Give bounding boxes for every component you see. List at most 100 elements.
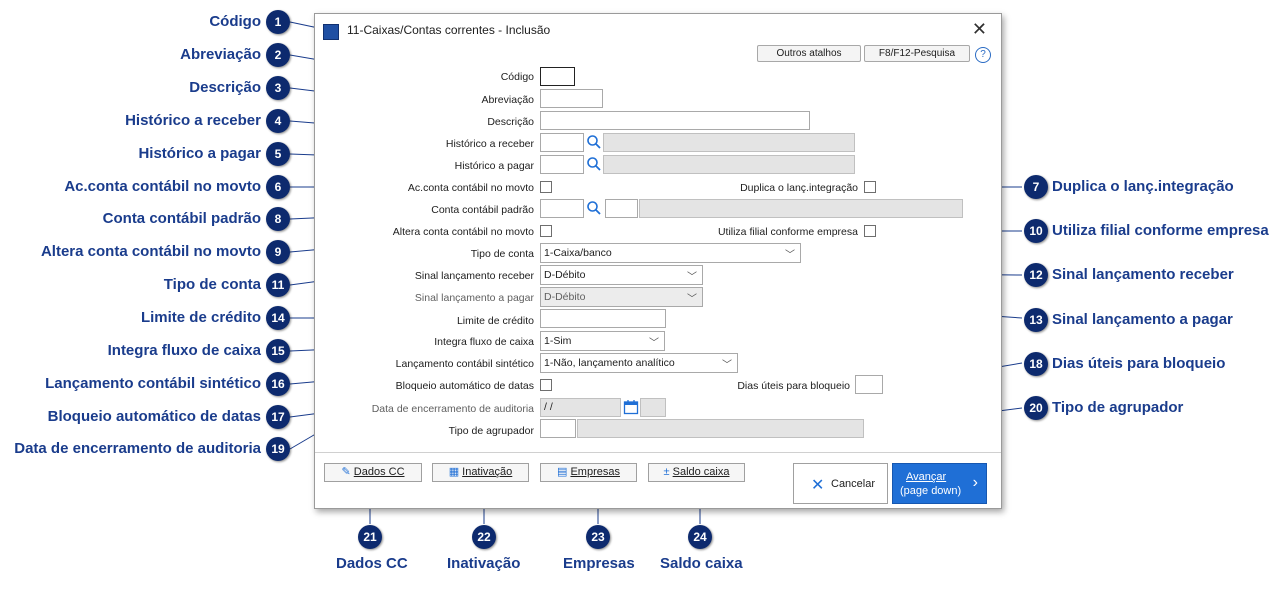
lanc-sintetico-value: 1-Não, lançamento analítico [544,357,675,369]
tipo-agrupador-input[interactable] [540,419,576,438]
sinal-receber-label: Sinal lançamento receber [414,270,534,282]
chevron-down-icon: ﹀ [722,360,732,371]
callout-label-22: Inativação [447,555,521,572]
callout-label-9: Altera conta contábil no movto [40,243,261,260]
bloqueio-checkbox[interactable] [540,379,552,391]
callout-label-14: Limite de crédito [140,309,261,326]
callout-label-16: Lançamento contábil sintético [45,375,261,392]
limite-input[interactable] [540,309,666,328]
callout-label-12: Sinal lançamento receber [1052,266,1234,283]
callout-badge-12: 12 [1024,263,1048,287]
callout-badge-11: 11 [266,273,290,297]
search-icon[interactable] [586,200,602,216]
callout-badge-7: 7 [1024,175,1048,199]
ac-conta-checkbox[interactable] [540,181,552,193]
abreviacao-input[interactable] [540,89,603,108]
lanc-sintetico-select[interactable]: 1-Não, lançamento analítico ﹀ [540,353,738,373]
integra-select[interactable]: 1-Sim ﹀ [540,331,665,351]
conta-padrao-desc [639,199,963,218]
callout-label-1: Código [209,13,261,30]
duplica-checkbox[interactable] [864,181,876,193]
edit-icon: ✎ [341,466,354,478]
tipo-conta-value: 1-Caixa/banco [544,247,612,259]
callout-badge-21: 21 [358,525,382,549]
callout-badge-14: 14 [266,306,290,330]
dialog-window: 11-Caixas/Contas correntes - Inclusão ✕ … [314,13,1002,509]
hist-receber-label: Histórico a receber [445,138,534,150]
codigo-label: Código [500,71,534,83]
sinal-receber-select[interactable]: D-Débito ﹀ [540,265,703,285]
title-bar: 11-Caixas/Contas correntes - Inclusão ✕ [315,14,1001,46]
inativacao-button[interactable]: ▦ Inativação [432,463,529,482]
callout-badge-8: 8 [266,207,290,231]
codigo-input[interactable] [540,67,575,86]
callout-badge-10: 10 [1024,219,1048,243]
conta-padrao-code[interactable] [605,199,638,218]
search-icon[interactable] [586,156,602,172]
callout-label-19: Data de encerramento de auditoria [14,440,261,457]
callout-label-15: Integra fluxo de caixa [107,342,261,359]
cancel-button[interactable]: ✕ Cancelar [793,463,888,504]
callout-label-17: Bloqueio automático de datas [47,408,261,425]
search-label: F8/F12-Pesquisa [878,48,956,59]
footer-divider [315,452,1001,453]
callout-label-23: Empresas [563,555,635,572]
dias-uteis-label: Dias úteis para bloqueio [737,380,850,392]
callout-label-11: Tipo de conta [163,276,261,293]
sinal-pagar-select: D-Débito ﹀ [540,287,703,307]
callout-label-7: Duplica o lanç.integração [1052,178,1234,195]
callout-badge-16: 16 [266,372,290,396]
limite-label: Limite de crédito [456,315,534,327]
data-encerramento-input: / / [540,398,621,417]
empresas-button[interactable]: ▤ Empresas [540,463,637,482]
shortcuts-button[interactable]: Outros atalhos [757,45,861,62]
search-icon[interactable] [586,134,602,150]
callout-badge-9: 9 [266,240,290,264]
callout-badge-19: 19 [266,437,290,461]
dias-uteis-input[interactable] [855,375,883,394]
help-icon[interactable]: ? [975,47,991,63]
callout-badge-15: 15 [266,339,290,363]
sinal-pagar-value: D-Débito [544,291,586,303]
cancel-label: Cancelar [831,478,876,490]
callout-label-8: Conta contábil padrão [102,210,261,227]
hist-pagar-label: Histórico a pagar [454,160,534,172]
callout-badge-23: 23 [586,525,610,549]
tipo-agrupador-label: Tipo de agrupador [448,425,534,437]
descricao-input[interactable] [540,111,810,130]
callout-label-20: Tipo de agrupador [1052,399,1184,416]
integra-label: Integra fluxo de caixa [434,336,534,348]
utiliza-filial-checkbox[interactable] [864,225,876,237]
callout-label-24: Saldo caixa [660,555,743,572]
dados-cc-button[interactable]: ✎ Dados CC [324,463,422,482]
callout-label-18: Dias úteis para bloqueio [1052,355,1226,372]
chevron-down-icon: ﹀ [785,250,795,261]
close-icon[interactable]: ✕ [971,19,987,39]
buildings-icon: ▤ [557,466,571,478]
dados-cc-label: Dados CC [353,466,405,478]
conta-padrao-input[interactable] [540,199,584,218]
hist-pagar-input[interactable] [540,155,584,174]
data-encerramento-label: Data de encerramento de auditoria [371,403,534,415]
chevron-down-icon: ﹀ [687,272,697,283]
tipo-conta-select[interactable]: 1-Caixa/banco ﹀ [540,243,801,263]
search-button[interactable]: F8/F12-Pesquisa [864,45,970,62]
plus-minus-icon: ± [663,466,673,478]
chevron-down-icon: ﹀ [649,338,659,349]
callout-badge-2: 2 [266,43,290,67]
callout-badge-13: 13 [1024,308,1048,332]
hist-receber-input[interactable] [540,133,584,152]
callout-label-3: Descrição [189,79,261,96]
calendar-icon[interactable] [623,399,639,415]
callout-label-5: Histórico a pagar [138,145,261,162]
descricao-label: Descrição [487,116,534,128]
empresas-label: Empresas [570,466,620,478]
saldo-caixa-button[interactable]: ± Saldo caixa [648,463,745,482]
callout-badge-1: 1 [266,10,290,34]
callout-label-2: Abreviação [180,46,261,63]
saldo-caixa-label: Saldo caixa [672,466,730,478]
altera-conta-checkbox[interactable] [540,225,552,237]
next-button[interactable]: Avançar (page down) › [892,463,987,504]
callout-badge-20: 20 [1024,396,1048,420]
conta-padrao-label: Conta contábil padrão [431,204,534,216]
